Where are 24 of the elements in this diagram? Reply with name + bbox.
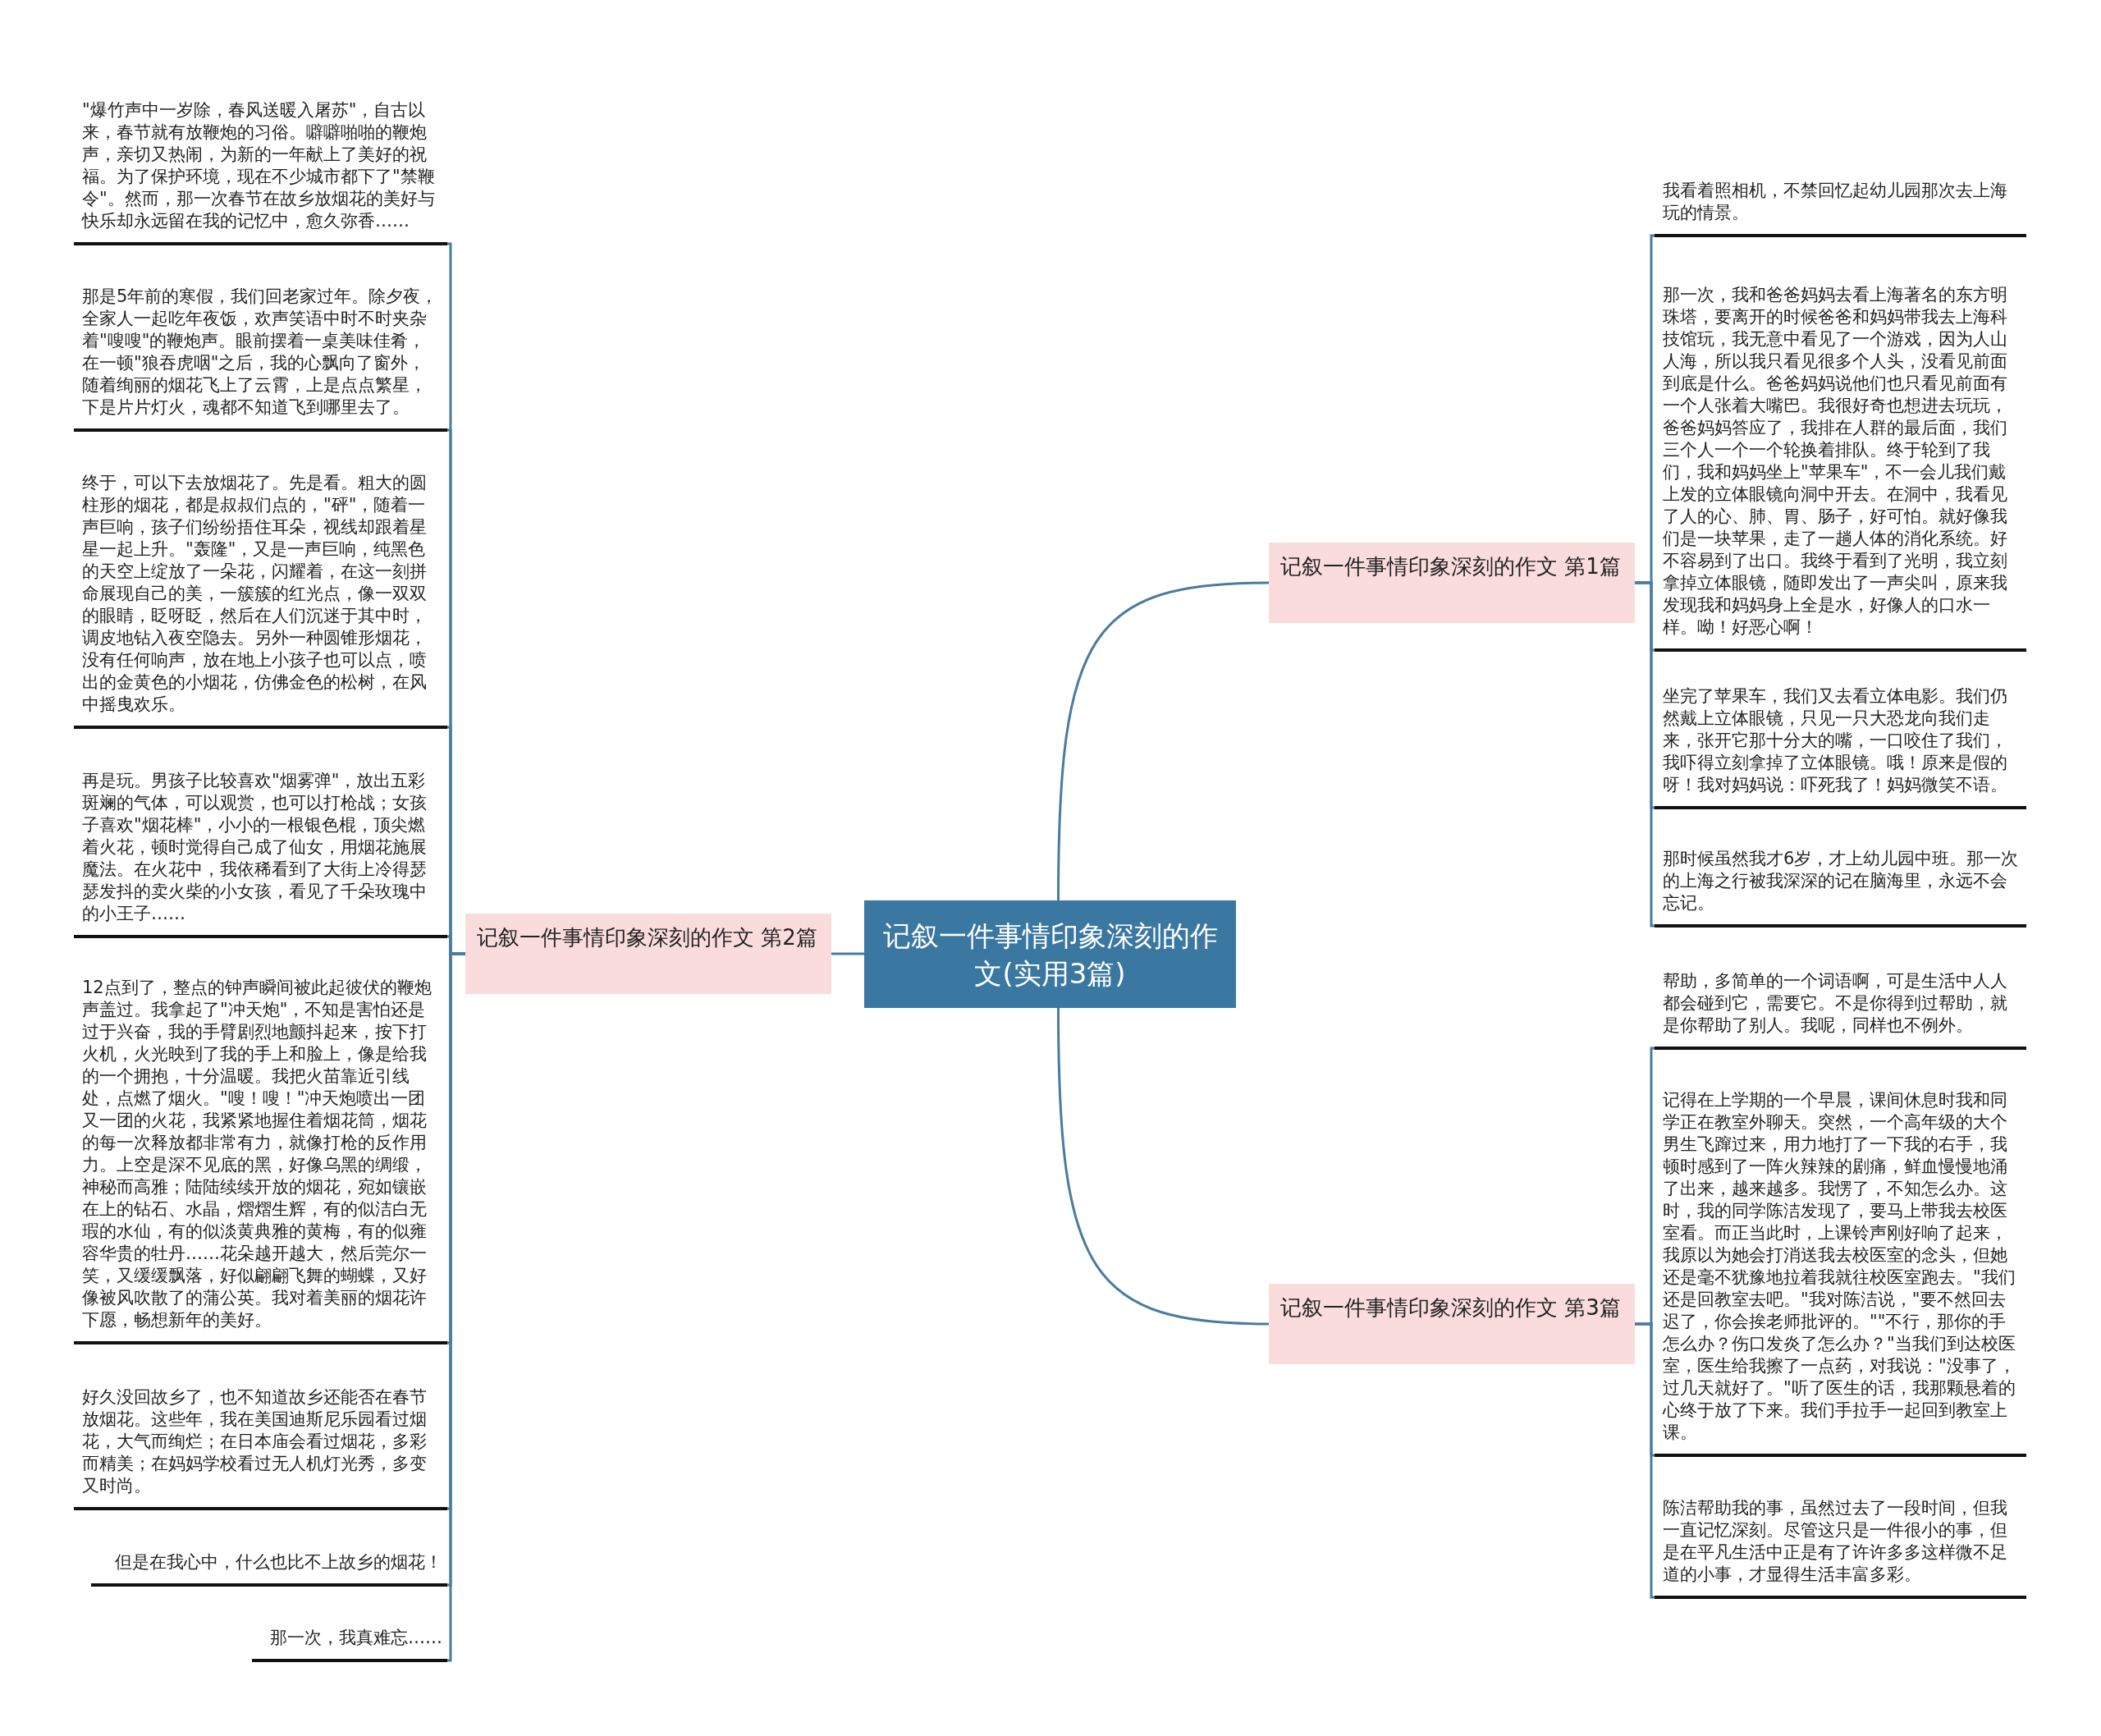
text-note: 12点到了，整点的钟声瞬间被此起彼伏的鞭炮声盖过。我拿起了"冲天炮"，不知是害怕还是过于兴奋，我的手臂剧烈地颤抖起来，按下打火机，火光映到了我的手上和脸上，像是给我的一个拥抱，十分温暖。我把火苗靠近引线处，点燃了烟火。"嗖！嗖！"冲天炮喷出一团又一团的火花，我紧紧地握住着烟花筒，烟花的每一次释放都非常有力，就像打枪的反作用力。上空是深不见底的黑，好像乌黑的绸缎，神秘而高雅；陆陆续续开放的烟花，宛如镶嵌在上的钻石、水晶，熠熠生辉，有的似洁白无瑕的水仙，有的似淡黄典雅的黄梅，有的似雍容华贵的牡丹……花朵越开越大，然后莞尔一笑，又缓缓飘落，好似翩翩飞舞的蝴蝶，又好像被风吹散了的蒲公英。我对着美丽的烟花许下愿，畅想新年的美好。 [74,977,447,1344]
text-note: 再是玩。男孩子比较喜欢"烟雾弹"，放出五彩斑斓的气体，可以观赏，也可以打枪战；女孩子喜欢"烟花棒"，小小的一根银色棍，顶尖燃着火花，顿时觉得自己成了仙女，用烟花施展魔法。在火花中，我依稀看到了大街上冷得瑟瑟发抖的卖火柴的小女孩，看见了千朵玫瑰中的小王子…… [74,770,447,938]
connector-line [1635,581,1655,928]
text-note: 我看着照相机，不禁回忆起幼儿园那次去上海玩的情景。 [1655,180,2026,237]
text-note: 坐完了苹果车，我们又去看立体电影。我们仍然戴上立体眼镜，只见一只大恐龙向我们走来，张开它那十分大的嘴，一口咬住了我们，我吓得立刻拿掉了立体眼镜。哦！原来是假的呀！我对妈妈说：吓死我了！妈妈微笑不语。 [1655,685,2026,809]
text-note: 那是5年前的寒假，我们回老家过年。除夕夜，全家人一起吃年夜饭，欢声笑语中时不时夹杂着"嗖嗖"的鞭炮声。眼前摆着一桌美味佳肴，在一顿"狼吞虎咽"之后，我的心飘向了窗外，随着绚丽的烟花飞上了云霄，上是点点繁星，下是片片灯火，魂都不知道飞到哪里去了。 [74,286,447,432]
topic-box: 记叙一件事情印象深刻的作文 第2篇 [465,914,831,994]
text-note: 终于，可以下去放烟花了。先是看。粗大的圆柱形的烟花，都是叔叔们点的，"砰"，随着一声巨响，孩子们纷纷捂住耳朵，视线却跟着星星一起上升。"轰隆"，又是一声巨响，纯黑色的天空上绽放了一朵花，闪耀着，在这一刻拼命展现自己的美，一簇簇的红光点，像一双双的眼睛，眨呀眨，然后在人们沉迷于其中时，调皮地钻入夜空隐去。另外一种圆锥形烟花，没有任何响声，放在地上小孩子也可以点，喷出的金黄色的小烟花，仿佛金色的松树，在风中摇曳欢乐。 [74,472,447,729]
text-note: 帮助，多简单的一个词语啊，可是生活中人人都会碰到它，需要它。不是你得到过帮助，就是你帮助了别人。我呢，同样也不例外。 [1655,970,2026,1050]
central-topic-box: 记叙一件事情印象深刻的作文(实用3篇) [864,900,1236,1008]
connector-line [831,952,864,955]
text-note: 那一次，我和爸爸妈妈去看上海著名的东方明珠塔，要离开的时候爸爸和妈妈带我去上海科技馆玩，我无意中看见了一个游戏，因为人山人海，所以我只看见很多个人头，没看见前面到底是什么。爸爸妈妈说他们也只看见前面有一个人张着大嘴巴。我很好奇也想进去玩玩，爸爸妈妈答应了，我排在人群的最后面，我们三个人一个一个轮换着排队。终于轮到了我们，我和妈妈坐上"苹果车"，不一会儿我们戴上发的立体眼镜向洞中开去。在洞中，我看见了人的心、肺、胃、肠子，好可怕。就好像我们是一块苹果，走了一趟人体的消化系统。好不容易到了出口。我终于看到了光明，我立刻拿掉立体眼镜，随即发出了一声尖叫，原来我发现我和妈妈身上全是水，好像人的口水一样。呦！好恶心啊！ [1655,284,2026,652]
connector-line [1635,1322,1655,1599]
text-note: 那一次，我真难忘…… [252,1627,447,1662]
connector-line [1057,581,1270,900]
topic-box: 记叙一件事情印象深刻的作文 第3篇 [1269,1284,1635,1364]
topic-box: 记叙一件事情印象深刻的作文 第1篇 [1269,543,1635,623]
text-note: "爆竹声中一岁除，春风送暖入屠苏"，自古以来，春节就有放鞭炮的习俗。噼噼啪啪的鞭炮声，亲切又热闹，为新的一年献上了美好的祝福。为了保护环境，现在不少城市都下了"禁鞭令"。然而，那一次春节在故乡放烟花的美好与快乐却永远留在我的记忆中，愈久弥香…… [74,99,447,245]
text-note: 那时候虽然我才6岁，才上幼儿园中班。那一次的上海之行被我深深的记在脑海里，永远不会忘记。 [1655,848,2026,928]
text-note: 陈洁帮助我的事，虽然过去了一段时间，但我一直记忆深刻。尽管这只是一件很小的事，但是在平凡生活中正是有了许许多多这样微不足道的小事，才显得生活丰富多彩。 [1655,1497,2026,1599]
text-note: 好久没回故乡了，也不知道故乡还能否在春节放烟花。这些年，我在美国迪斯尼乐园看过烟花，大气而绚烂；在日本庙会看过烟花，多彩而精美；在妈妈学校看过无人机灯光秀，多变又时尚。 [74,1386,447,1510]
text-note: 但是在我心中，什么也比不上故乡的烟花！ [91,1551,447,1587]
connector-line [1057,1008,1270,1326]
text-note: 记得在上学期的一个早晨，课间休息时我和同学正在教室外聊天。突然，一个高年级的大个男生飞蹿过来，用力地打了一下我的右手，我顿时感到了一阵火辣辣的剧痛，鲜血慢慢地涌了出来，越来越多。我愣了，不知怎么办。这时，我的同学陈洁发现了，要马上带我去校医室看。而正当此时，上课铃声刚好响了起来，我原以为她会打消送我去校医室的念头，但她还是毫不犹豫地拉着我就往校医室跑去。"我们还是回教室去吧。"我对陈洁说，"要不然回去迟了，你会挨老师批评的。""不行，那你的手怎么办？伤口发炎了怎么办？"当我们到达校医室，医生给我擦了一点药，对我说："没事了，过几天就好了。"听了医生的话，我那颗悬着的心终于放了下来。我们手拉手一起回到教室上课。 [1655,1089,2026,1457]
